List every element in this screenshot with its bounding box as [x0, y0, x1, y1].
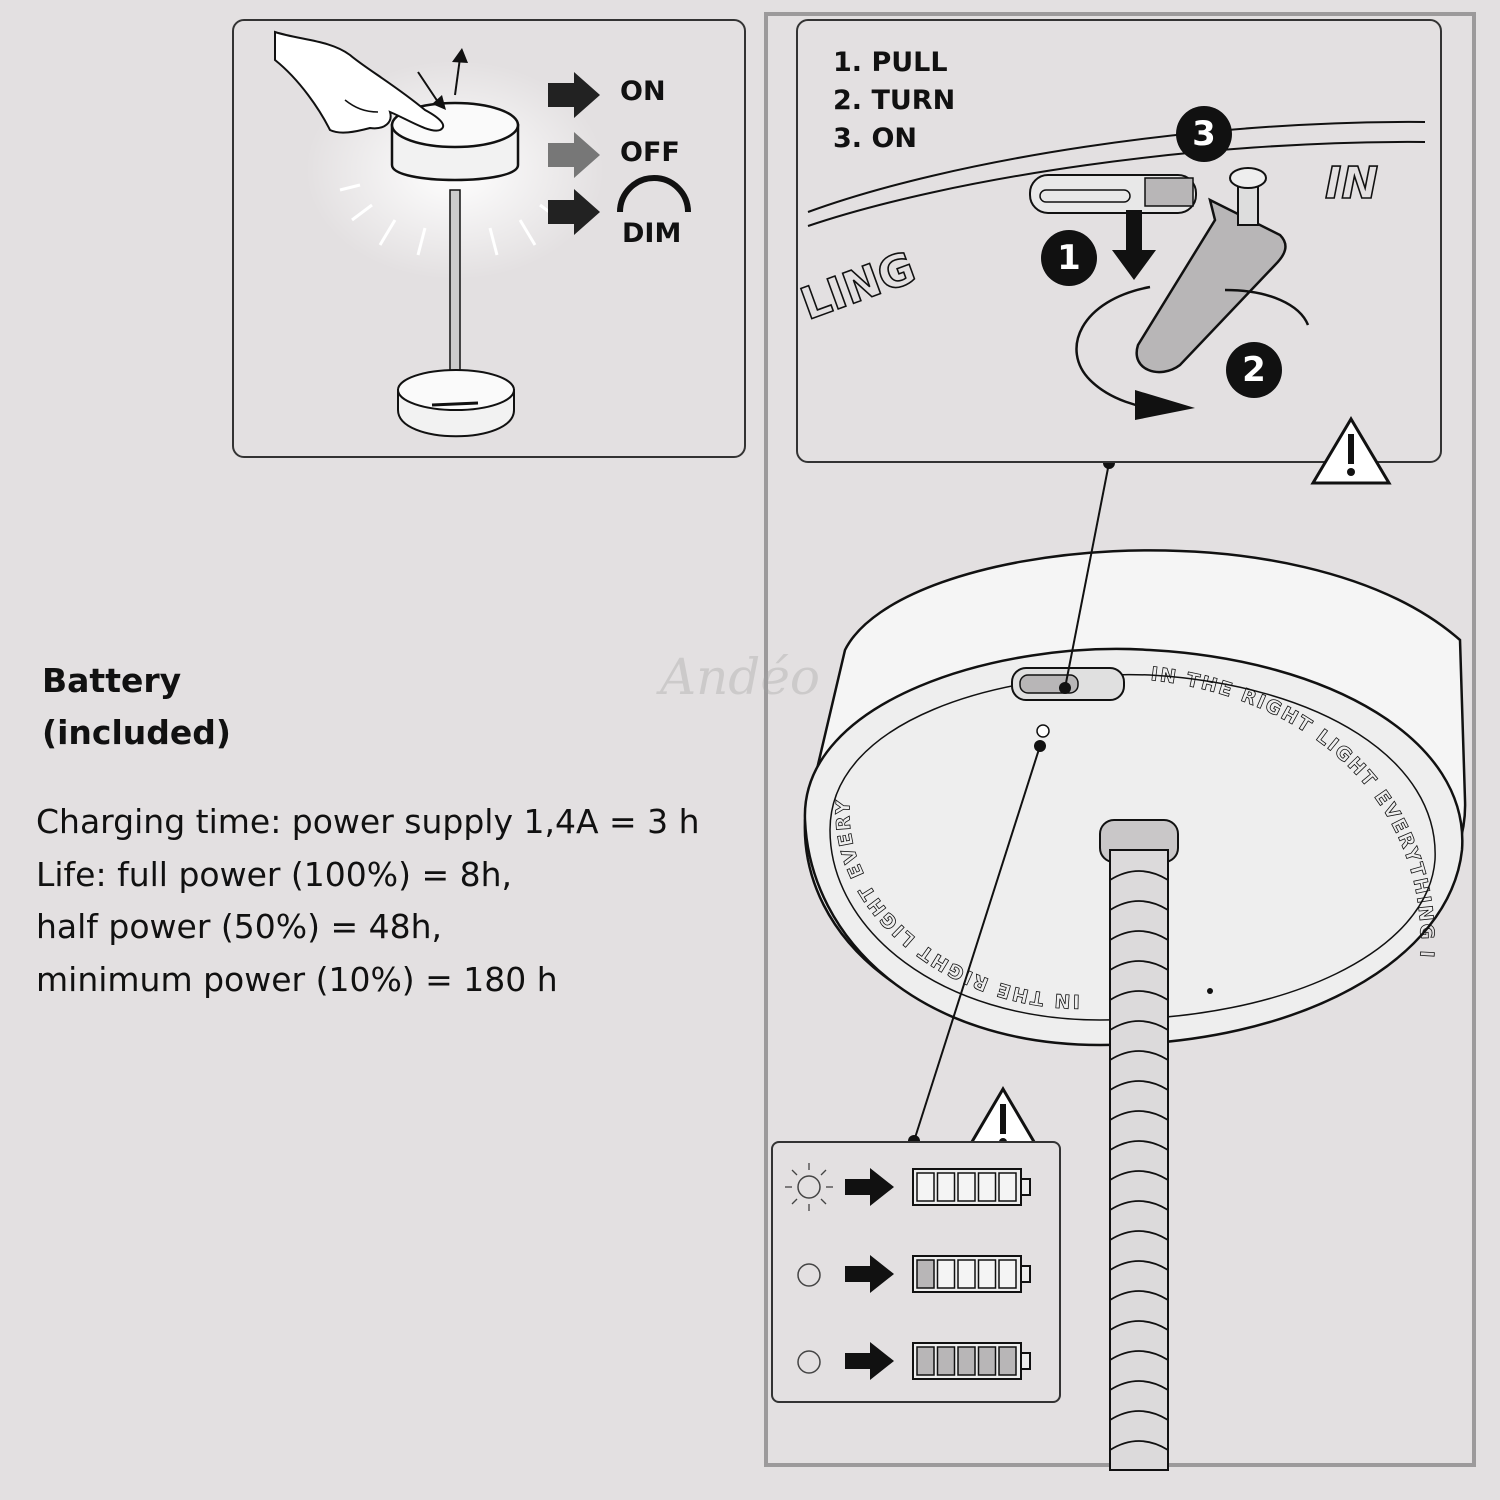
battery-heading-line2: (included) — [42, 707, 231, 759]
battery-heading-line1: Battery — [42, 655, 231, 707]
battery-heading: Battery (included) — [42, 655, 231, 759]
watermark: Andéo — [660, 648, 820, 706]
battery-cell — [958, 1347, 975, 1375]
battery-cell — [958, 1260, 975, 1288]
battery-cell — [999, 1260, 1016, 1288]
battery-icon — [913, 1343, 1030, 1379]
led-off-icon — [798, 1351, 820, 1373]
battery-cell — [958, 1173, 975, 1201]
battery-icon — [913, 1256, 1030, 1292]
battery-cell — [979, 1173, 996, 1201]
battery-cell — [917, 1347, 934, 1375]
battery-specs: Charging time: power supply 1,4A = 3 h L… — [36, 796, 700, 1006]
battery-cell — [938, 1173, 955, 1201]
battery-cell — [979, 1347, 996, 1375]
battery-cell — [917, 1260, 934, 1288]
battery-cell — [938, 1260, 955, 1288]
battery-cell — [999, 1173, 1016, 1201]
battery-cell — [999, 1347, 1016, 1375]
battery-cell — [938, 1347, 955, 1375]
battery-icon — [913, 1169, 1030, 1205]
spec-full-power: Life: full power (100%) = 8h, — [36, 849, 700, 902]
led-blinking-icon — [785, 1163, 833, 1211]
battery-cell — [979, 1260, 996, 1288]
led-off-icon — [798, 1264, 820, 1286]
spec-charging-time: Charging time: power supply 1,4A = 3 h — [36, 796, 700, 849]
battery-cell — [917, 1173, 934, 1201]
spec-half-power: half power (50%) = 48h, — [36, 901, 700, 954]
spec-minimum-power: minimum power (10%) = 180 h — [36, 954, 700, 1007]
